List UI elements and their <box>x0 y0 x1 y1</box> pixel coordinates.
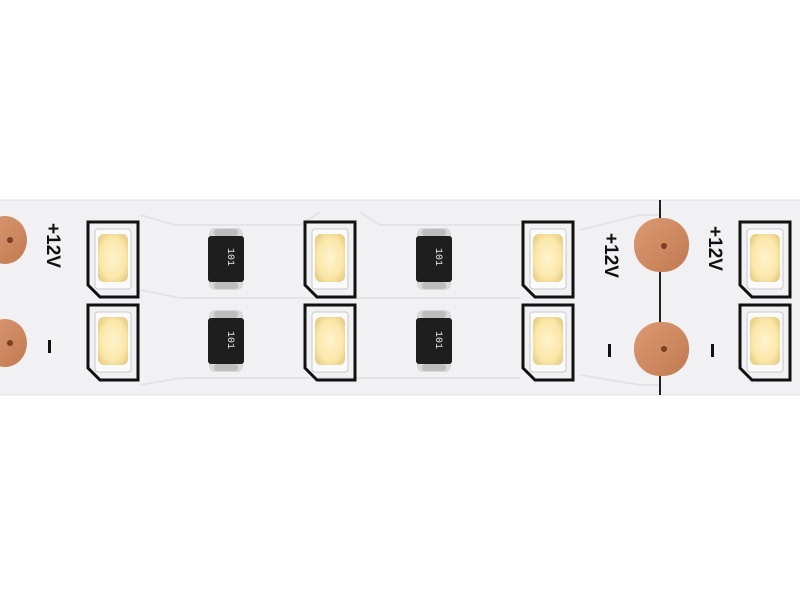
minus-label <box>608 344 611 357</box>
resistor <box>208 228 244 290</box>
resistor-code: 101 <box>224 247 235 266</box>
resistor-code: 101 <box>432 247 443 266</box>
led-chip <box>521 220 575 299</box>
resistor-code: 101 <box>224 330 235 349</box>
led-chip <box>86 220 140 299</box>
solder-pad <box>0 319 27 367</box>
minus-label <box>48 340 51 353</box>
minus-label <box>711 344 714 357</box>
led-chip <box>303 220 357 299</box>
led-chip <box>521 303 575 382</box>
plus-12v-label: +12V <box>703 226 725 271</box>
solder-pads <box>0 216 689 376</box>
led-chip <box>86 303 140 382</box>
resistor <box>416 310 452 372</box>
resistor <box>416 228 452 290</box>
led-chip <box>738 303 792 382</box>
trace-lines <box>139 211 660 386</box>
plus-12v-label: +12V <box>41 223 63 268</box>
led-chips <box>86 220 792 382</box>
led-chip <box>303 303 357 382</box>
resistors <box>208 228 452 372</box>
resistor-code: 101 <box>432 330 443 349</box>
led-chip <box>738 220 792 299</box>
solder-pad <box>0 216 27 264</box>
resistor <box>208 310 244 372</box>
plus-12v-label: +12V <box>599 233 621 278</box>
